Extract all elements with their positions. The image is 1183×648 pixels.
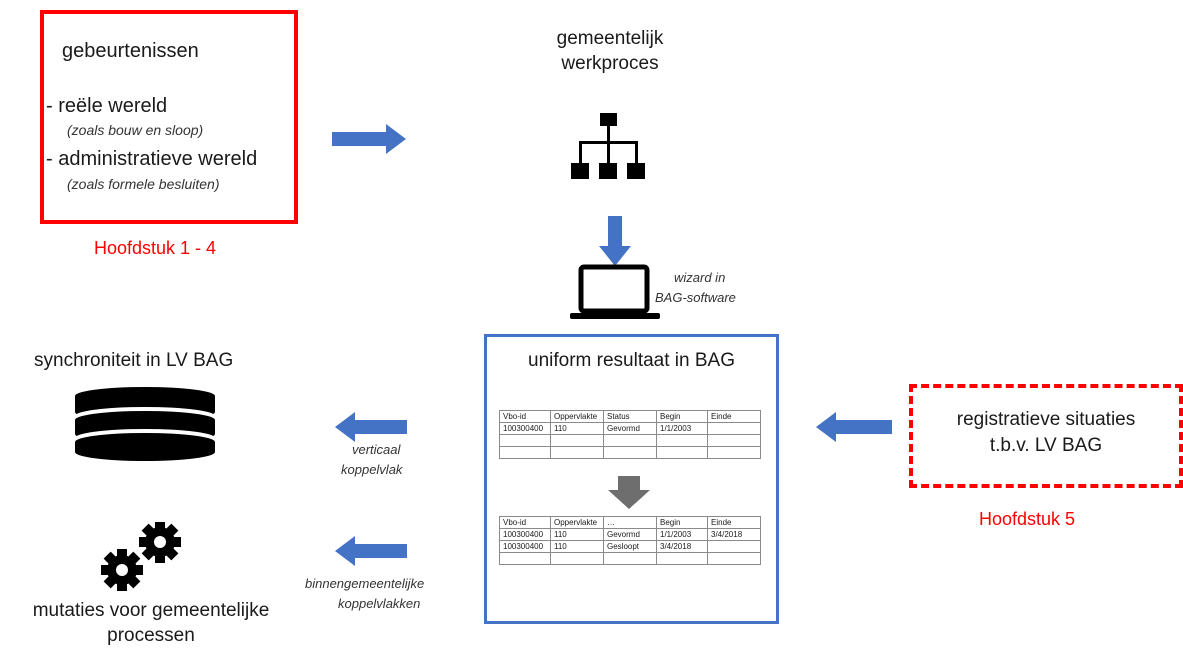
table-header-cell: Einde	[707, 516, 761, 529]
result-title: uniform resultaat in BAG	[528, 350, 735, 371]
table-cell	[499, 434, 551, 447]
table-header-cell: Einde	[707, 410, 761, 423]
table-cell	[499, 552, 551, 565]
table-cell: 100300400	[499, 528, 551, 541]
table-cell: 100300400	[499, 540, 551, 553]
database-icon	[75, 387, 215, 461]
arrow-left-icon	[335, 536, 407, 566]
table-row: 100300400 110 Gevormd 1/1/2003	[499, 422, 761, 435]
table-cell	[603, 446, 657, 459]
table-cell: 1/1/2003	[656, 528, 708, 541]
events-box	[40, 10, 298, 224]
table-row	[499, 446, 761, 459]
table-row	[499, 434, 761, 447]
chapter-5-label: Hoofdstuk 5	[979, 509, 1076, 529]
table-cell	[550, 446, 604, 459]
table-cell	[603, 434, 657, 447]
table-cell	[550, 434, 604, 447]
table-header-cell: Begin	[656, 516, 708, 529]
event-admin-world-note: (zoals formele besluiten)	[67, 176, 220, 192]
registration-line2: t.b.v. LV BAG	[989, 435, 1103, 456]
arrow-right-icon	[332, 124, 406, 154]
arrow-down-gray-icon	[608, 476, 650, 509]
table-header-cell: Begin	[656, 410, 708, 423]
table-cell	[656, 552, 708, 565]
table-cell	[603, 552, 657, 565]
table-cell	[707, 434, 761, 447]
table-cell: 110	[550, 528, 604, 541]
table-header-cell: Vbo-id	[499, 410, 551, 423]
arrow-left-icon	[816, 412, 892, 442]
table-cell	[707, 540, 761, 553]
bag-table-after: Vbo-id Oppervlakte … Begin Einde 1003004…	[499, 516, 761, 565]
table-header-row: Vbo-id Oppervlakte Status Begin Einde	[499, 410, 761, 423]
table-cell: 110	[550, 540, 604, 553]
table-header-row: Vbo-id Oppervlakte … Begin Einde	[499, 516, 761, 529]
event-admin-world: - administratieve wereld	[46, 148, 258, 170]
wizard-line1: wizard in	[674, 270, 726, 285]
arrow-left-icon	[335, 412, 407, 442]
wizard-line2: BAG-software	[655, 290, 736, 305]
table-cell: 3/4/2018	[656, 540, 708, 553]
table-header-cell: …	[603, 516, 657, 529]
table-header-cell: Status	[603, 410, 657, 423]
table-cell: 1/1/2003	[656, 422, 708, 435]
bag-table-before: Vbo-id Oppervlakte Status Begin Einde 10…	[499, 410, 761, 459]
table-header-cell: Oppervlakte	[550, 516, 604, 529]
event-real-world-note: (zoals bouw en sloop)	[67, 122, 204, 138]
laptop-icon	[570, 264, 660, 319]
table-cell: 110	[550, 422, 604, 435]
table-header-cell: Oppervlakte	[550, 410, 604, 423]
mutations-line2: processen	[107, 625, 195, 646]
table-row	[499, 552, 761, 565]
table-cell	[550, 552, 604, 565]
chapter-1-4-label: Hoofdstuk 1 - 4	[94, 238, 217, 258]
table-cell	[656, 434, 708, 447]
table-row: 100300400 110 Gevormd 1/1/2003 3/4/2018	[499, 528, 761, 541]
vertical-line1: verticaal	[352, 442, 401, 457]
mutations-line1: mutaties voor gemeentelijke	[32, 600, 270, 621]
table-cell	[707, 552, 761, 565]
table-cell	[499, 446, 551, 459]
table-cell: 100300400	[499, 422, 551, 435]
table-cell: Gesloopt	[603, 540, 657, 553]
org-chart-icon	[571, 113, 645, 179]
internal-line2: koppelvlakken	[338, 596, 421, 611]
arrow-down-icon	[599, 216, 631, 266]
table-cell: Gevormd	[603, 422, 657, 435]
workprocess-line1: gemeentelijk	[556, 28, 664, 49]
gears-icon	[101, 522, 181, 591]
internal-line1: binnengemeentelijke	[305, 576, 425, 591]
table-header-cell: Vbo-id	[499, 516, 551, 529]
sync-title: synchroniteit in LV BAG	[34, 350, 234, 371]
table-cell	[707, 422, 761, 435]
table-cell: Gevormd	[603, 528, 657, 541]
table-cell	[656, 446, 708, 459]
events-title: gebeurtenissen	[62, 40, 199, 62]
registration-line1: registratieve situaties	[956, 409, 1136, 430]
registration-box	[909, 384, 1183, 488]
event-real-world: - reële wereld	[46, 95, 168, 117]
workprocess-line2: werkproces	[561, 53, 659, 74]
table-cell	[707, 446, 761, 459]
vertical-line2: koppelvlak	[341, 462, 403, 477]
table-row: 100300400 110 Gesloopt 3/4/2018	[499, 540, 761, 553]
table-cell: 3/4/2018	[707, 528, 761, 541]
result-box	[484, 334, 779, 624]
